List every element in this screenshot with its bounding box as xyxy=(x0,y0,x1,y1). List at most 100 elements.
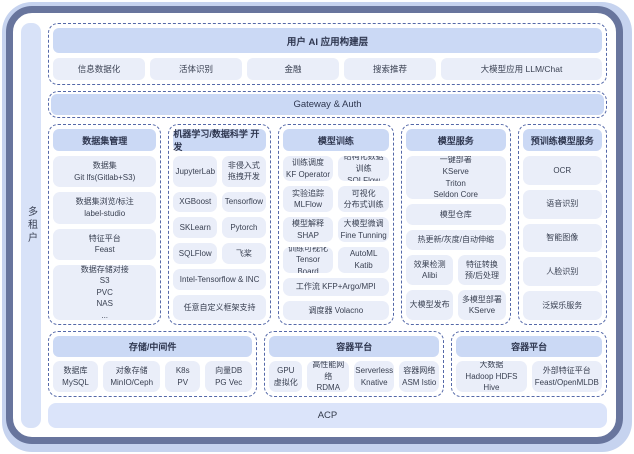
card-line: 数据存储对接 xyxy=(80,265,129,274)
card-line: PV xyxy=(177,377,189,387)
bottom-section-title-bar: 存储/中间件 xyxy=(53,336,253,357)
card: 特征转换预/后处理 xyxy=(458,255,506,286)
card: 非侵入式拖拽开发 xyxy=(222,156,266,187)
card-line: SQLFlow xyxy=(178,248,212,258)
card-line: 调度器 Volacno xyxy=(308,305,364,315)
card-line: GPU xyxy=(277,365,295,375)
card-line: 任意自定义框架支持 xyxy=(183,302,256,312)
card-line: 特征平台 xyxy=(88,233,121,243)
card-row: 任意自定义框架支持 xyxy=(173,295,266,321)
card: Intel-Tensorflow & INC xyxy=(173,268,266,291)
tenant-label: 多租户 xyxy=(25,206,37,245)
card-line: Knative xyxy=(360,377,388,387)
card-line: XGBoost xyxy=(179,197,212,207)
card-line: 大数据 xyxy=(479,361,504,370)
card-row: 热更新/灰度/自动伸缩 xyxy=(405,229,506,251)
card: 飞桨 xyxy=(222,243,266,264)
card-line: OCR xyxy=(553,165,572,175)
card-line: 模型仓库 xyxy=(439,209,472,219)
card-line: 特征转换 xyxy=(465,259,498,269)
card-line: 一键部署 xyxy=(439,156,472,165)
card-line: PG Vec xyxy=(215,377,243,387)
card-line: 数据集浏览/标注 xyxy=(75,197,134,207)
column-title-bar: 模型训练 xyxy=(282,129,389,151)
column-title-bar: 预训练模型服务 xyxy=(522,129,602,151)
card: OCR xyxy=(522,156,602,185)
card-row: 泛娱乐服务 xyxy=(522,291,602,320)
card: 泛娱乐服务 xyxy=(522,291,602,320)
card-line: 拖拽开发 xyxy=(227,172,260,182)
card-line: Tensor Board xyxy=(296,255,321,273)
card: 智能图像 xyxy=(522,223,602,253)
card-line: Fine Tunning xyxy=(340,230,387,240)
card: 模型仓库 xyxy=(405,204,506,225)
card-line: 泛娱乐服务 xyxy=(542,300,583,310)
tenant-strip: 多租户 xyxy=(21,23,41,428)
card-line: 向量DB xyxy=(215,365,243,375)
card-line: SQLFlow xyxy=(347,175,381,182)
card-line: MLFlow xyxy=(294,200,323,210)
card-line: KF Operator xyxy=(286,169,331,179)
app-item: 活体识别 xyxy=(150,58,242,80)
card-line: 训练调度 xyxy=(292,158,325,168)
card-row: SQLFlow 飞桨 xyxy=(173,243,266,264)
card-row: 语音识别 xyxy=(522,189,602,219)
card-line: K8s xyxy=(175,365,190,375)
card: 可视化分布式训练 xyxy=(338,186,389,212)
card: 外部特征平台 Feast/OpenMLDB xyxy=(531,361,602,392)
card-line: Hadoop HDFS xyxy=(465,371,518,381)
card-line: 分布式训练 xyxy=(343,200,384,210)
card-line: Serverless xyxy=(355,365,394,375)
card-line: 人脸识别 xyxy=(546,266,579,276)
app-item: 大模型应用 LLM/Chat xyxy=(441,58,602,80)
column-cards: OCR 语音识别智能图像人脸识别泛娱乐服务 xyxy=(522,156,602,320)
card-row: 模型仓库 xyxy=(405,204,506,225)
card-line: 对象存储 xyxy=(115,365,148,375)
card-line: 外部特征平台 xyxy=(542,365,591,375)
card-line: AutoML xyxy=(349,249,378,259)
card-line: JupyterLab xyxy=(175,166,216,176)
card-line: Feast/OpenMLDB xyxy=(534,377,599,387)
app-layer-items: 信息数据化活体识别金融搜索推荐大模型应用 LLM/Chat xyxy=(53,58,602,80)
card: 对象存储 MinIO/Ceph xyxy=(103,361,161,392)
app-item: 金融 xyxy=(247,58,339,80)
card-line: MySQL xyxy=(62,377,89,387)
card-row: 工作流 KFP+Argo/MPI xyxy=(282,277,389,297)
acp-bar: ACP xyxy=(48,403,607,428)
card-line: Git lfs(Gitlab+S3) xyxy=(74,172,136,182)
card-line: 可视化 xyxy=(351,188,376,198)
card-line: 数据集 xyxy=(92,161,117,171)
card-row: 调度器 Volacno xyxy=(282,301,389,320)
bottom-section-title-bar: 容器平台 xyxy=(269,336,440,357)
diagram-main: 用户 AI 应用构建层 信息数据化活体识别金融搜索推荐大模型应用 LLM/Cha… xyxy=(48,23,607,428)
card: JupyterLab xyxy=(173,156,218,187)
card-row: 智能图像 xyxy=(522,223,602,253)
card: 热更新/灰度/自动伸缩 xyxy=(405,229,506,251)
card-line: 效果检测 xyxy=(413,259,446,269)
card: SQLFlow xyxy=(173,243,218,264)
card-line: MinIO/Ceph xyxy=(110,377,154,387)
